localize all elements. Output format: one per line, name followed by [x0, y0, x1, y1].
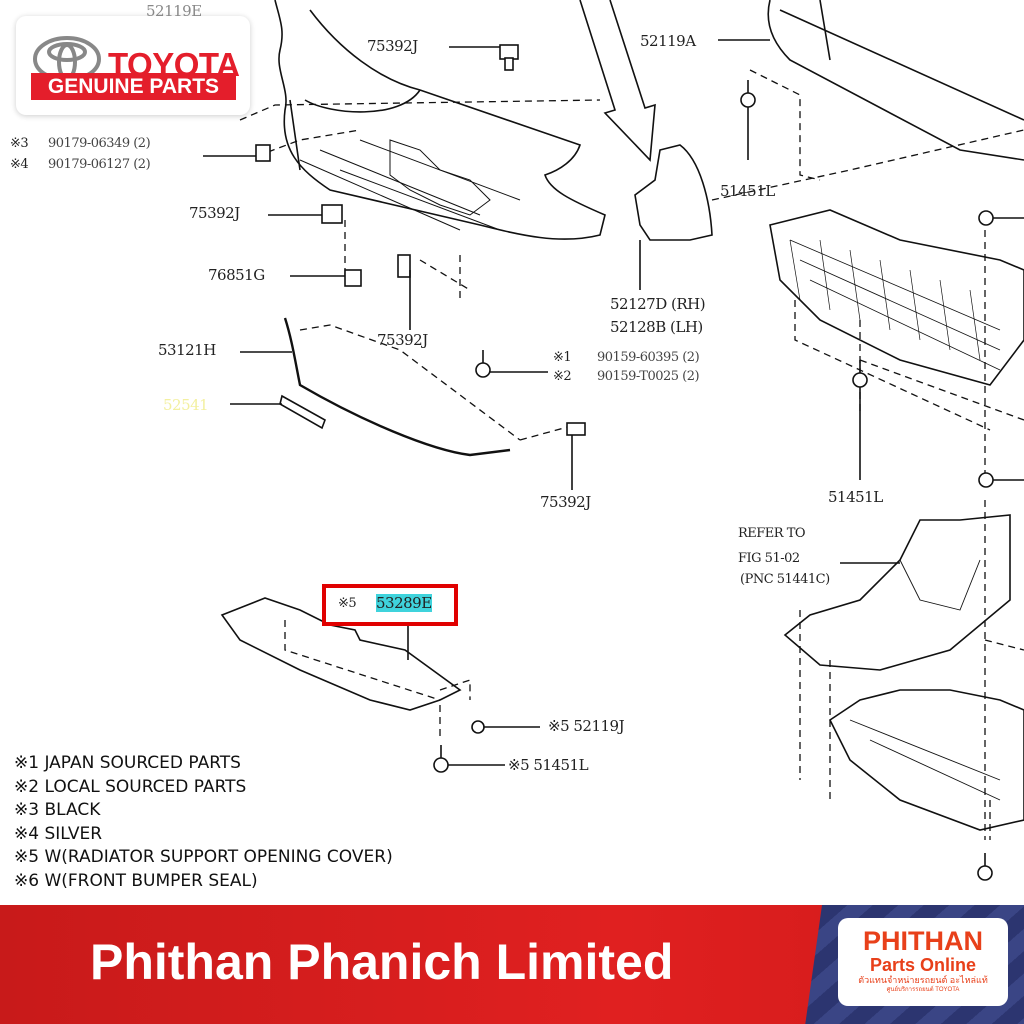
part-mark: ※1	[553, 350, 572, 365]
part-label[interactable]: 75392J	[189, 204, 240, 222]
part-label[interactable]: 75392J	[377, 331, 428, 349]
brand-tagline: GENUINE PARTS	[31, 73, 236, 100]
note: ※1 JAPAN SOURCED PARTS	[14, 753, 241, 773]
logo-main: PHITHAN	[863, 926, 983, 956]
part-label[interactable]: 52541	[163, 396, 209, 414]
phithan-parts-online-logo: PHITHAN Parts Online ตัวแทนจำหน่ายรถยนต์…	[838, 918, 1008, 1006]
front-bumper	[274, 0, 606, 240]
part-label[interactable]: 75392J	[540, 493, 591, 511]
part-mark: ※4	[10, 157, 29, 172]
note: ※6 W(FRONT BUMPER SEAL)	[14, 870, 258, 891]
part-label[interactable]: 90179-06349 (2)	[48, 136, 151, 151]
highlighted-part-box[interactable]: ※5 53289E	[322, 584, 458, 626]
part-label[interactable]: 52128B (LH)	[610, 318, 703, 336]
fasteners	[255, 44, 994, 881]
part-label[interactable]: 52127D (RH)	[610, 295, 706, 313]
part-label[interactable]: 90159-T0025 (2)	[597, 369, 700, 384]
toyota-genuine-parts-logo: TOYOTA GENUINE PARTS	[16, 16, 250, 115]
refer-note: (PNC 51441C)	[740, 572, 830, 587]
part-label[interactable]: 76851G	[208, 266, 265, 284]
part-label[interactable]: 51451L	[828, 488, 883, 506]
note: ※5 W(RADIATOR SUPPORT OPENING COVER)	[14, 847, 393, 867]
lower-molding	[283, 317, 511, 457]
bumper-seal	[279, 394, 326, 430]
refer-note: REFER TO	[738, 526, 806, 541]
under-cover	[769, 209, 1024, 386]
legend-notes: ※1 JAPAN SOURCED PARTS ※2 LOCAL SOURCED …	[14, 752, 393, 893]
refer-note[interactable]: FIG 51-02	[738, 551, 800, 566]
part-mark: ※3	[10, 136, 29, 151]
part-label[interactable]: ※5 52119J	[548, 717, 625, 735]
company-name: Phithan Phanich Limited	[90, 934, 674, 990]
parts-diagram	[203, 0, 1024, 881]
part-label[interactable]: 90159-60395 (2)	[597, 350, 700, 365]
radiator-support-cover	[220, 597, 462, 711]
part-label[interactable]: 51451L	[720, 182, 775, 200]
highlighted-part-number[interactable]: 53289E	[376, 594, 432, 612]
logo-sub: Parts Online	[869, 955, 977, 975]
part-mark: ※5	[338, 596, 357, 611]
note: ※2 LOCAL SOURCED PARTS	[14, 776, 247, 797]
arrow	[579, 0, 656, 162]
part-label[interactable]: 75392J	[367, 37, 418, 55]
upper-panel	[767, 0, 1024, 161]
part-label[interactable]: 52119A	[640, 32, 696, 50]
part-mark: ※2	[553, 369, 572, 384]
footer-banner: Phithan Phanich Limited PHITHAN Parts On…	[0, 905, 1024, 1024]
note: ※4 SILVER	[14, 823, 103, 844]
note: ※3 BLACK	[14, 800, 101, 820]
part-label[interactable]: 90179-06127 (2)	[48, 157, 151, 172]
logo-thai-2: ศูนย์บริการรถยนต์ TOYOTA	[886, 987, 960, 993]
engine-under-cover	[783, 514, 1011, 671]
part-label[interactable]: 53121H	[158, 341, 216, 359]
side-bracket	[634, 144, 713, 241]
part-label[interactable]: 52119E	[146, 2, 202, 20]
logo-thai: ตัวแทนจำหน่ายรถยนต์ อะไหล่แท้	[858, 975, 988, 985]
part-label[interactable]: ※5 51451L	[508, 756, 589, 774]
